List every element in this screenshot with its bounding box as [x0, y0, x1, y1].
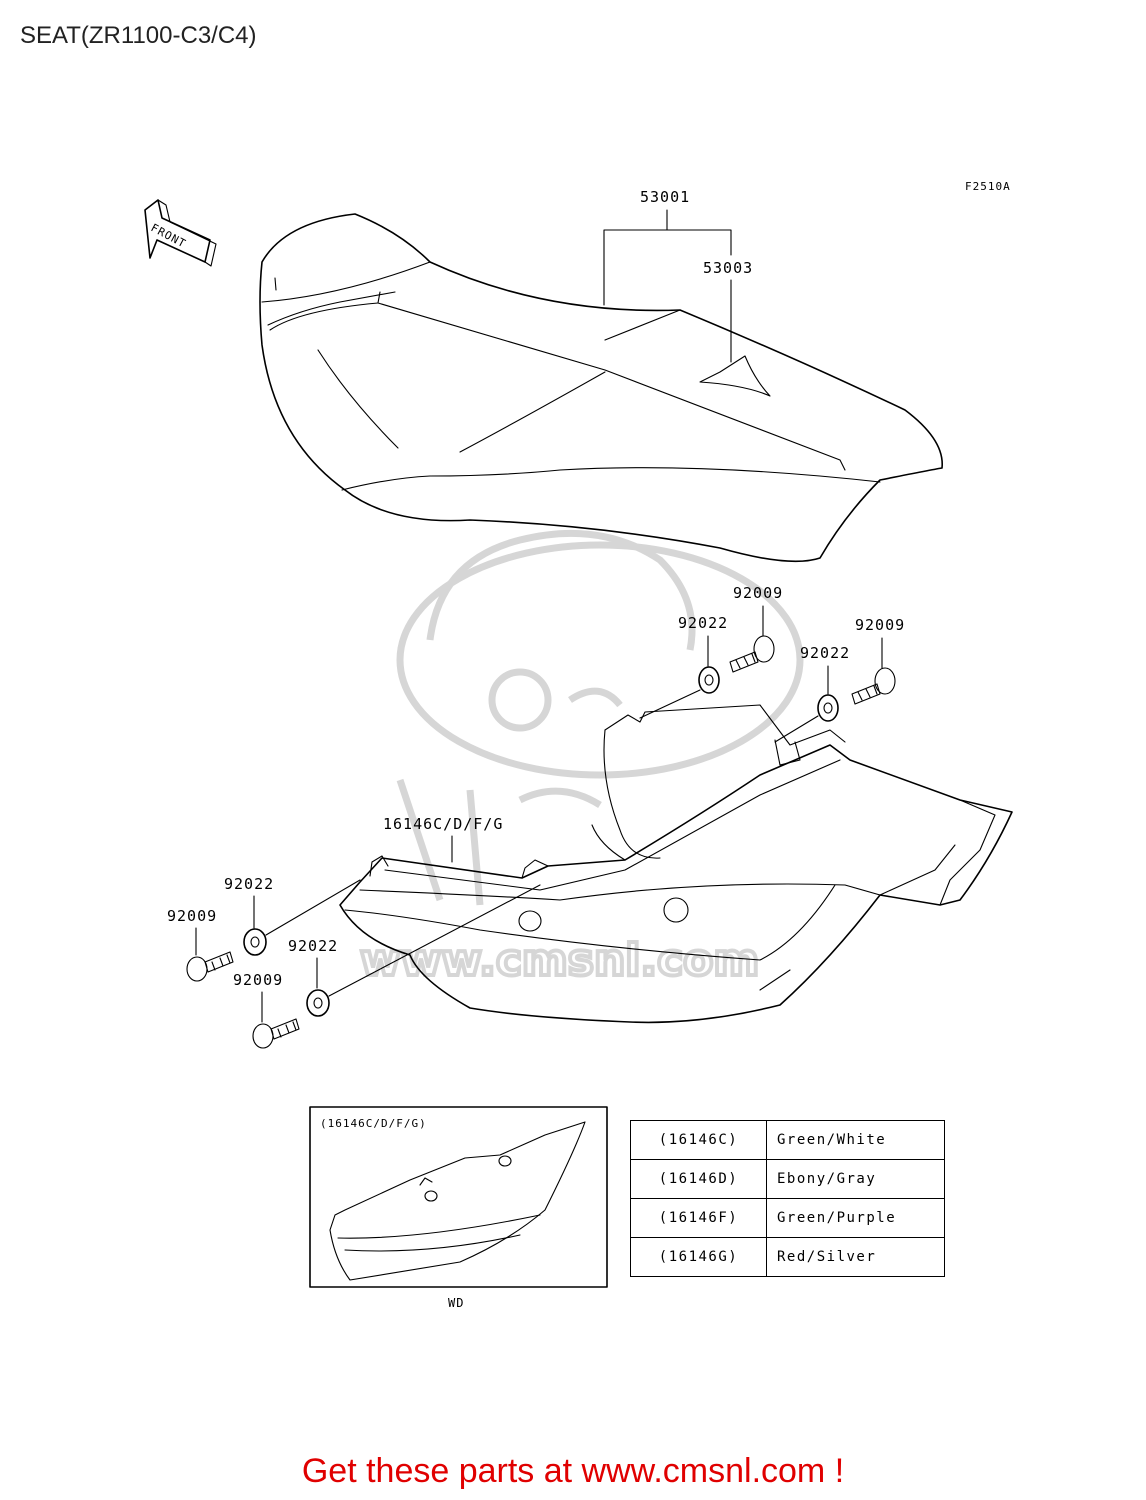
front-arrow-icon: FRONT [144, 199, 217, 267]
bolt-icon [729, 635, 775, 673]
seat-drawing [259, 213, 943, 563]
washer-icon [817, 694, 839, 722]
callout-53003: 53003 [703, 259, 753, 277]
callout-92009-bottom-lower: 92009 [233, 971, 283, 989]
washer-icon [306, 989, 330, 1017]
figure-code: F2510A [965, 180, 1011, 193]
watermark-text: www.cmsnl.com [360, 935, 759, 986]
table-cell-color: Ebony/Gray [766, 1159, 945, 1199]
callout-92022-top-left: 92022 [678, 614, 728, 632]
page-title: SEAT(ZR1100-C3/C4) [20, 22, 257, 49]
table-row: (16146F) Green/Purple [630, 1198, 945, 1238]
callout-92009-top-left: 92009 [733, 584, 783, 602]
washer-icon [243, 928, 267, 956]
table-row: (16146G) Red/Silver [630, 1237, 945, 1277]
inset-caption: WD [448, 1296, 465, 1310]
bolt-icon [851, 667, 896, 705]
table-cell-color: Green/Purple [766, 1198, 945, 1238]
callout-16146: 16146C/D/F/G [383, 815, 503, 833]
table-row: (16146D) Ebony/Gray [630, 1159, 945, 1199]
bolt-icon [252, 1018, 300, 1049]
callout-92009-bottom-upper: 92009 [167, 907, 217, 925]
table-cell-code: (16146F) [630, 1198, 767, 1238]
table-cell-color: Red/Silver [766, 1237, 945, 1277]
bolt-icon [186, 951, 234, 982]
callout-92022-top-right: 92022 [800, 644, 850, 662]
watermark: www.cmsnl.com [358, 529, 804, 988]
callout-92022-bottom-lower: 92022 [288, 937, 338, 955]
inset-box: (16146C/D/F/G) [309, 1106, 608, 1288]
callout-53001: 53001 [640, 188, 690, 206]
color-table: (16146C) Green/White (16146D) Ebony/Gray… [630, 1120, 945, 1277]
table-cell-color: Green/White [766, 1120, 945, 1160]
inset-label: (16146C/D/F/G) [320, 1117, 427, 1130]
callout-92022-bottom-upper: 92022 [224, 875, 274, 893]
side-cover-drawing [339, 704, 1013, 1024]
callout-92009-top-right: 92009 [855, 616, 905, 634]
cta-link[interactable]: Get these parts at www.cmsnl.com ! [301, 1452, 845, 1490]
washer-icon [698, 666, 720, 694]
table-cell-code: (16146G) [630, 1237, 767, 1277]
table-cell-code: (16146C) [630, 1120, 767, 1160]
table-cell-code: (16146D) [630, 1159, 767, 1199]
table-row: (16146C) Green/White [630, 1120, 945, 1160]
